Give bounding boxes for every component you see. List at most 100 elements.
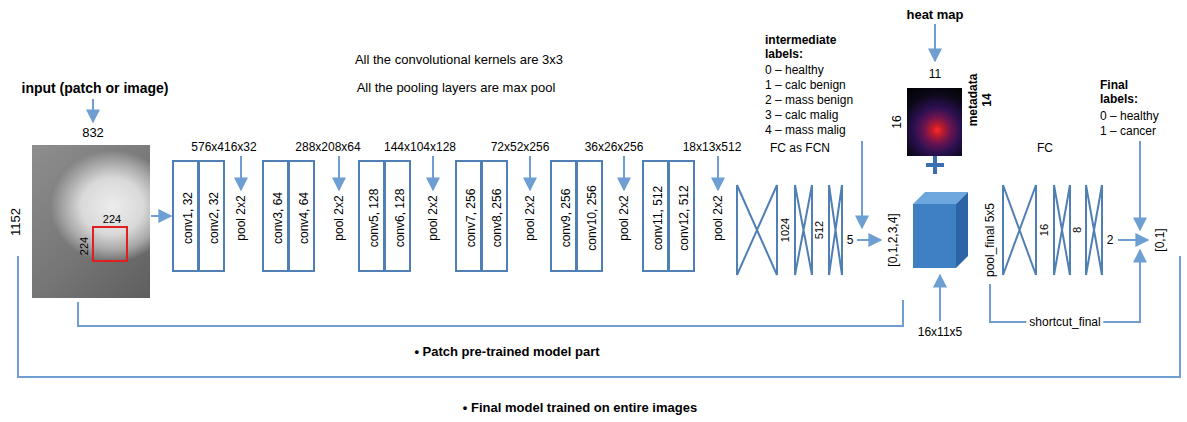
conv-layer-box: conv1, 32 [172,160,199,272]
pointer-arrow [1139,141,1141,230]
conv-layer-box: conv5, 128 [358,160,385,272]
fc-label: FC as FCN [770,141,830,155]
dimension-label: 288x208x64 [295,140,360,154]
fc-layer [1003,185,1036,275]
conv-layer-box: conv12, 512 [668,160,695,272]
patch-box: 224224 [92,226,128,262]
fc-layer [795,185,812,275]
output-label: [0,1,2,3,4] [886,213,900,266]
dimension-label: 144x104x128 [384,140,456,154]
conv-layer-box: conv6, 128 [384,160,411,272]
conv-layer-box: conv7, 256 [455,160,482,272]
layer-size: 5 [847,233,854,247]
heat-map-heading: heat map [906,7,963,23]
layer-name: conv8, 256 [489,189,503,248]
pool-label: pool 2x2 [711,195,725,240]
plus-symbol [926,156,944,174]
cube-face [913,204,956,268]
fc-layer [1086,185,1102,275]
pointer-arrow [92,99,94,122]
pointer-arrow [240,156,242,190]
section-caption: • Patch pre-trained model part [414,344,599,360]
pool-label: pool_final 5x5 [983,203,997,277]
conv-layer-box: conv11, 512 [642,160,669,272]
conv-layer-box: conv9, 256 [550,160,577,272]
layer-name: conv6, 128 [392,189,406,248]
output-arrow [857,239,881,241]
conv-layer-box: conv8, 256 [481,160,508,272]
layer-name: conv3, 64 [270,192,284,244]
layer-size: 2 [1107,233,1114,247]
bracket-line [18,256,1180,377]
pointer-arrow [623,156,625,190]
dimension-label: 576x416x32 [191,140,256,154]
output-arrow [1118,239,1148,241]
layer-name: conv4, 64 [296,192,310,244]
pool-label: pool 2x2 [234,195,248,240]
layer-size: 512 [813,221,826,239]
layer-name: conv10, 256 [584,185,598,250]
class-label: 2 – mass benign [765,93,853,107]
shortcut-line [990,250,1140,322]
pool-label: pool 2x2 [332,195,346,240]
layer-name: conv7, 256 [463,189,477,248]
legend-heading: intermediate labels: [765,33,855,62]
class-label: 0 – healthy [1100,109,1159,123]
fc-label: FC [1037,141,1053,155]
input-heading: input (patch or image) [22,80,169,97]
layer-name: conv5, 128 [366,189,380,248]
heat-map-image: heat map [907,88,962,156]
metadata-label: metadata 14 [966,69,995,131]
conv-layer-box: conv10, 256 [576,160,603,272]
layer-size: 16 [1038,224,1051,236]
section-caption: • Final model trained on entire images [463,400,697,416]
output-label: [0,1] [1153,228,1167,251]
conv-layer-box: conv4, 64 [288,160,315,272]
dimension-label: 36x26x256 [585,140,644,154]
line-label: shortcut_final [1026,315,1103,329]
conv-layer-box: conv2, 32 [198,160,225,272]
layer-name: conv12, 512 [676,185,690,250]
note-text: All the pooling layers are max pool [357,80,556,96]
pool-label: pool 2x2 [426,195,440,240]
cube-drawing [913,192,968,268]
dimension-label: 832 [82,125,104,141]
pointer-arrow [529,156,531,190]
pointer-arrow [861,141,863,228]
flow-arrow [151,215,171,217]
pointer-arrow [717,156,719,190]
class-label: 1 – calc benign [765,78,846,92]
layer-name: conv2, 32 [206,192,220,244]
dimension-label: 16 [890,115,904,128]
class-label: 1 – cancer [1100,124,1156,138]
dimension-label: 11 [929,67,941,81]
dimension-label: 72x52x256 [491,140,550,154]
class-label: 3 – calc malig [765,108,838,122]
bracket-line [78,300,903,326]
dimension-label: 224 [103,213,121,226]
conv-layer-box: conv3, 64 [262,160,289,272]
input-image: input (patch or image)224224 [32,145,150,298]
pointer-arrow [432,156,434,190]
note-text: All the convolutional kernels are 3x3 [355,52,563,68]
layer-name: conv11, 512 [650,186,664,251]
dimension-label: 1152 [8,208,24,236]
legend-heading: Final labels: [1100,78,1160,107]
feature-cube: 16x11x5 [913,192,968,268]
pointer-arrow [939,275,941,321]
dimension-label: 16x11x5 [918,325,962,339]
layer-size: 1024 [779,218,792,242]
layer-size: 8 [1071,227,1084,233]
fc-layer [829,185,842,275]
dimension-label: 18x13x512 [683,140,742,154]
fc-layer [1054,185,1070,275]
cube-face [956,192,968,268]
dimension-label: 224 [78,237,91,255]
pool-label: pool 2x2 [523,195,537,240]
fc-layer [737,185,777,275]
pool-label: pool 2x2 [617,195,631,240]
class-label: 0 – healthy [765,63,824,77]
pointer-arrow [934,24,936,61]
class-label: 4 – mass malig [765,123,846,137]
